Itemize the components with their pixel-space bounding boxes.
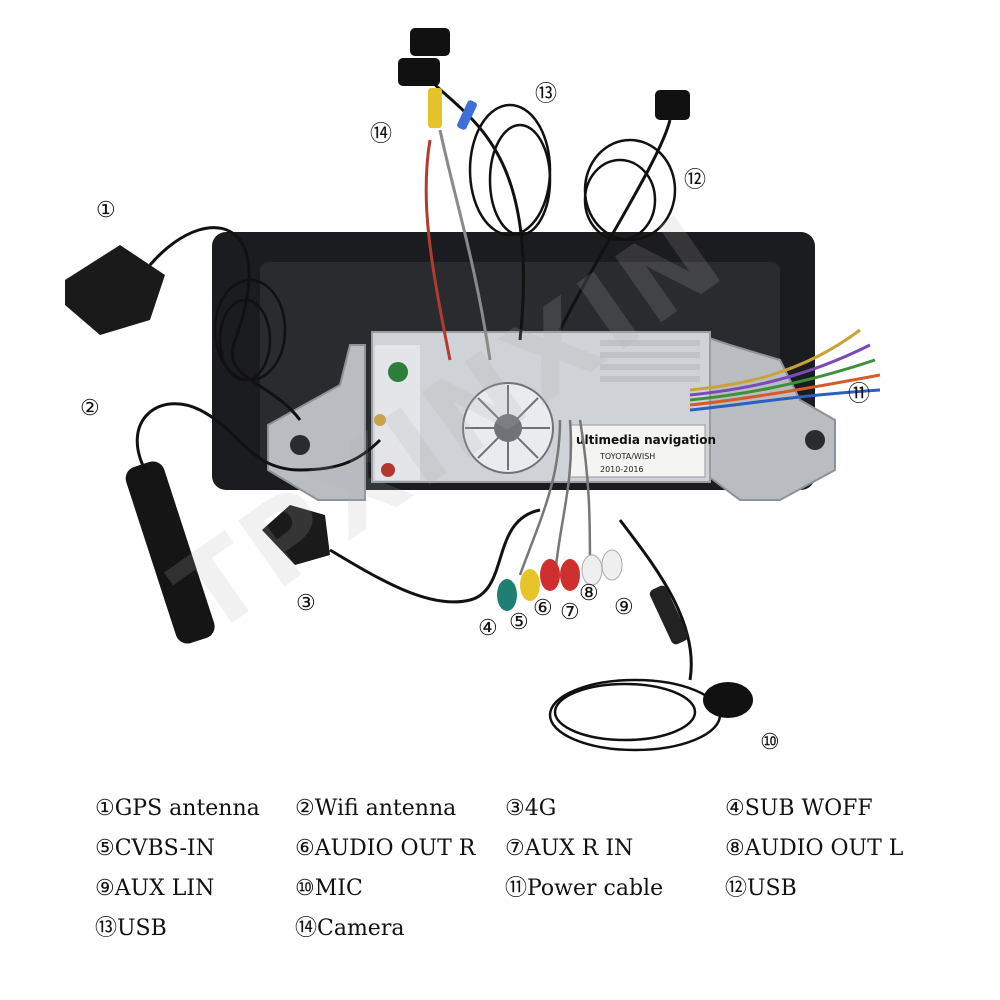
legend-item-mic: ⑩MIC xyxy=(295,876,363,901)
callout-9: ⑨ xyxy=(614,595,634,620)
heat-sink xyxy=(600,340,700,382)
legend: ①GPS antenna ②Wifi antenna ③4G ④SUB WOFF… xyxy=(95,795,955,943)
legend-item-gps-antenna: ①GPS antenna xyxy=(95,796,260,821)
usb-plug-13b xyxy=(398,58,440,86)
mic-head xyxy=(703,682,753,718)
callout-4: ④ xyxy=(478,616,498,641)
camera-connector-yellow xyxy=(428,88,442,128)
usb-plug-12 xyxy=(655,90,690,120)
legend-item-aux-lin: ⑨AUX LIN xyxy=(95,876,215,901)
rca-connectors xyxy=(497,419,623,611)
left-bracket xyxy=(267,344,366,501)
callout-6: ⑥ xyxy=(533,596,553,621)
callout-7: ⑦ xyxy=(560,600,580,625)
camera-connector-blue xyxy=(457,100,477,130)
mic-plug xyxy=(649,585,689,645)
cable-coils xyxy=(213,103,722,752)
callout-1: ① xyxy=(96,198,116,223)
mic-cable xyxy=(618,519,693,681)
device-label xyxy=(569,424,706,478)
power-harness xyxy=(689,328,881,412)
camera-cable-red xyxy=(424,139,452,361)
fan-blades xyxy=(465,385,550,470)
legend-item-power-cable: ⑪Power cable xyxy=(505,876,664,901)
left-bracket-hole xyxy=(290,435,310,455)
wifi-antenna xyxy=(125,461,215,644)
device-label-model: TOYOTA/WISH xyxy=(599,452,655,461)
usb-cable xyxy=(558,119,672,331)
4g-cable xyxy=(329,508,541,604)
wifi-cable xyxy=(135,402,382,472)
legend-item-sub-woff: ④SUB WOFF xyxy=(725,796,873,821)
legend-item-audio-out-l: ⑧AUDIO OUT L xyxy=(725,836,904,861)
legend-item-cvbs-in: ⑤CVBS-IN xyxy=(95,836,215,861)
callout-5: ⑤ xyxy=(509,610,529,635)
legend-item-4g: ③4G xyxy=(505,796,557,821)
usb-cable-2 xyxy=(428,78,525,341)
camera-cable-gray xyxy=(438,129,492,361)
legend-item-aux-r-in: ⑦AUX R IN xyxy=(505,836,634,861)
gps-connector xyxy=(374,414,386,426)
callout-11: ⑪ xyxy=(848,382,871,407)
right-bracket-hole xyxy=(805,430,825,450)
callout-10: ⑩ xyxy=(760,730,780,755)
green-connector xyxy=(388,362,408,382)
callout-13: ⑬ xyxy=(535,82,558,107)
4g-antenna xyxy=(262,505,330,565)
legend-item-usb-13: ⑬USB xyxy=(95,916,167,941)
radio-connector xyxy=(381,463,395,477)
gps-antenna xyxy=(65,245,165,335)
callout-2: ② xyxy=(80,396,100,421)
callout-14: ⑭ xyxy=(370,122,393,147)
callout-3: ③ xyxy=(296,591,316,616)
usb-plug-13a xyxy=(410,28,450,56)
right-bracket xyxy=(699,333,836,501)
device-label-title: ultimedia navigation xyxy=(576,433,716,447)
callout-12: ⑫ xyxy=(684,168,707,193)
device-label-years: 2010-2016 xyxy=(600,465,644,474)
gps-cable xyxy=(148,226,302,421)
product-photo: ultimedia navigation TOYOTA/WISH 2010-20… xyxy=(65,28,881,752)
legend-item-wifi-antenna: ②Wifi antenna xyxy=(295,796,457,821)
legend-item-audio-out-r: ⑥AUDIO OUT R xyxy=(295,836,476,861)
legend-item-camera: ⑭Camera xyxy=(295,916,405,941)
callout-8: ⑧ xyxy=(579,581,599,606)
legend-item-usb-12: ⑫USB xyxy=(725,876,797,901)
